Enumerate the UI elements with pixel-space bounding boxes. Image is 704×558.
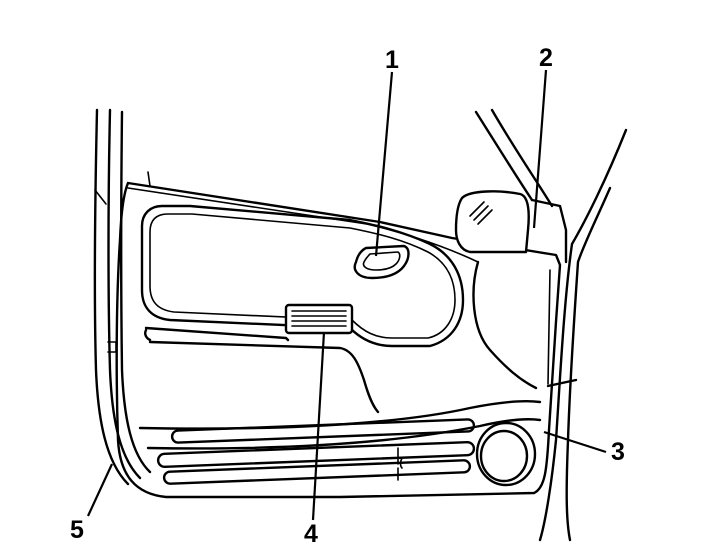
callout-3-label: 3 <box>611 438 625 466</box>
callout-5-label: 5 <box>70 516 84 544</box>
speaker-grille <box>475 421 537 487</box>
door-jamb <box>93 108 152 486</box>
leader-1 <box>374 71 394 257</box>
window-switch <box>284 303 354 335</box>
weatherstrip <box>538 128 628 542</box>
leader-4 <box>311 331 326 521</box>
callout-4-label: 4 <box>304 520 318 548</box>
mirror-patch <box>454 108 568 264</box>
leader-2 <box>532 69 548 229</box>
callout-labels: 1 2 3 4 5 <box>70 44 625 548</box>
door-panel <box>115 171 562 499</box>
callout-1-label: 1 <box>385 46 399 74</box>
inside-door-handle <box>353 244 410 280</box>
leader-5 <box>87 463 113 517</box>
callout-2-label: 2 <box>539 44 553 72</box>
leader-lines <box>87 69 607 521</box>
leader-3 <box>543 430 607 454</box>
